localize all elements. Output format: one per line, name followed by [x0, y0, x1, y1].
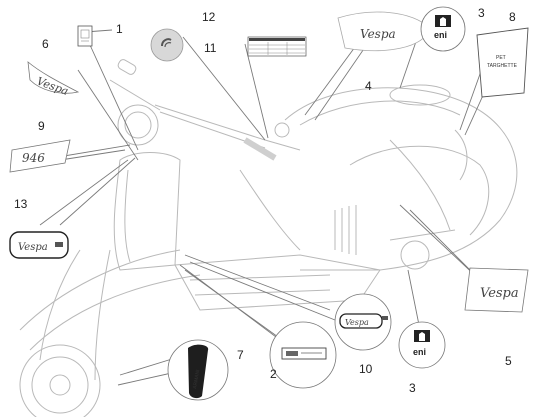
callout-2: 2 [270, 367, 277, 381]
part-8-tag-line2: TARGHETTE [487, 63, 518, 69]
callout-9: 9 [38, 119, 45, 133]
callout-4: 4 [365, 79, 372, 93]
callout-11: 11 [204, 41, 217, 55]
part-2-plaque [269, 321, 337, 389]
part-3-eni-sticker-top: eni [420, 6, 466, 52]
callout-13: 13 [14, 197, 28, 211]
part-3-eni-text-bottom: eni [413, 347, 426, 357]
part-7-sticker-text: ARMANI [192, 369, 201, 389]
part-7-black-sticker: ARMANI [167, 339, 229, 401]
part-1-decal [77, 25, 93, 47]
part-9-946-badge: 946 [9, 139, 71, 173]
callout-12: 12 [202, 10, 216, 24]
scooter-sketch [19, 59, 518, 417]
callout-8: 8 [509, 10, 516, 24]
callout-numbers: 1 12 11 6 9 13 4 3 8 5 3 10 2 7 [14, 6, 516, 395]
part-9-946-text: 946 [22, 151, 45, 165]
callout-3-bottom: 3 [409, 381, 416, 395]
callout-5: 5 [505, 354, 512, 368]
part-6-script-badge: Vespa [27, 61, 80, 98]
callout-6: 6 [42, 37, 49, 51]
part-13-front-badge: Vespa [9, 231, 69, 259]
part-8-tag-line1: PET [496, 55, 506, 61]
callout-1: 1 [116, 22, 123, 36]
part-8-plate-tag: PET TARGHETTE [476, 27, 529, 98]
part-10-seal-text: Vespa [345, 318, 369, 327]
callout-10: 10 [359, 362, 373, 376]
part-4-script-text: Vespa [360, 27, 396, 41]
part-13-badge-text: Vespa [18, 242, 48, 253]
part-5-side-script: Vespa [464, 267, 529, 313]
part-10-seal-badge: Vespa [334, 293, 392, 351]
part-3-eni-text-top: eni [434, 30, 447, 40]
part-3-eni-sticker-bottom: eni [398, 321, 446, 369]
part-5-script-text: Vespa [480, 286, 519, 301]
callout-7: 7 [237, 348, 244, 362]
part-12-round-badge [150, 28, 184, 62]
part-11-info-label [247, 36, 307, 57]
part-4-tank-script: Vespa [337, 11, 431, 52]
callout-3-top: 3 [478, 6, 485, 20]
